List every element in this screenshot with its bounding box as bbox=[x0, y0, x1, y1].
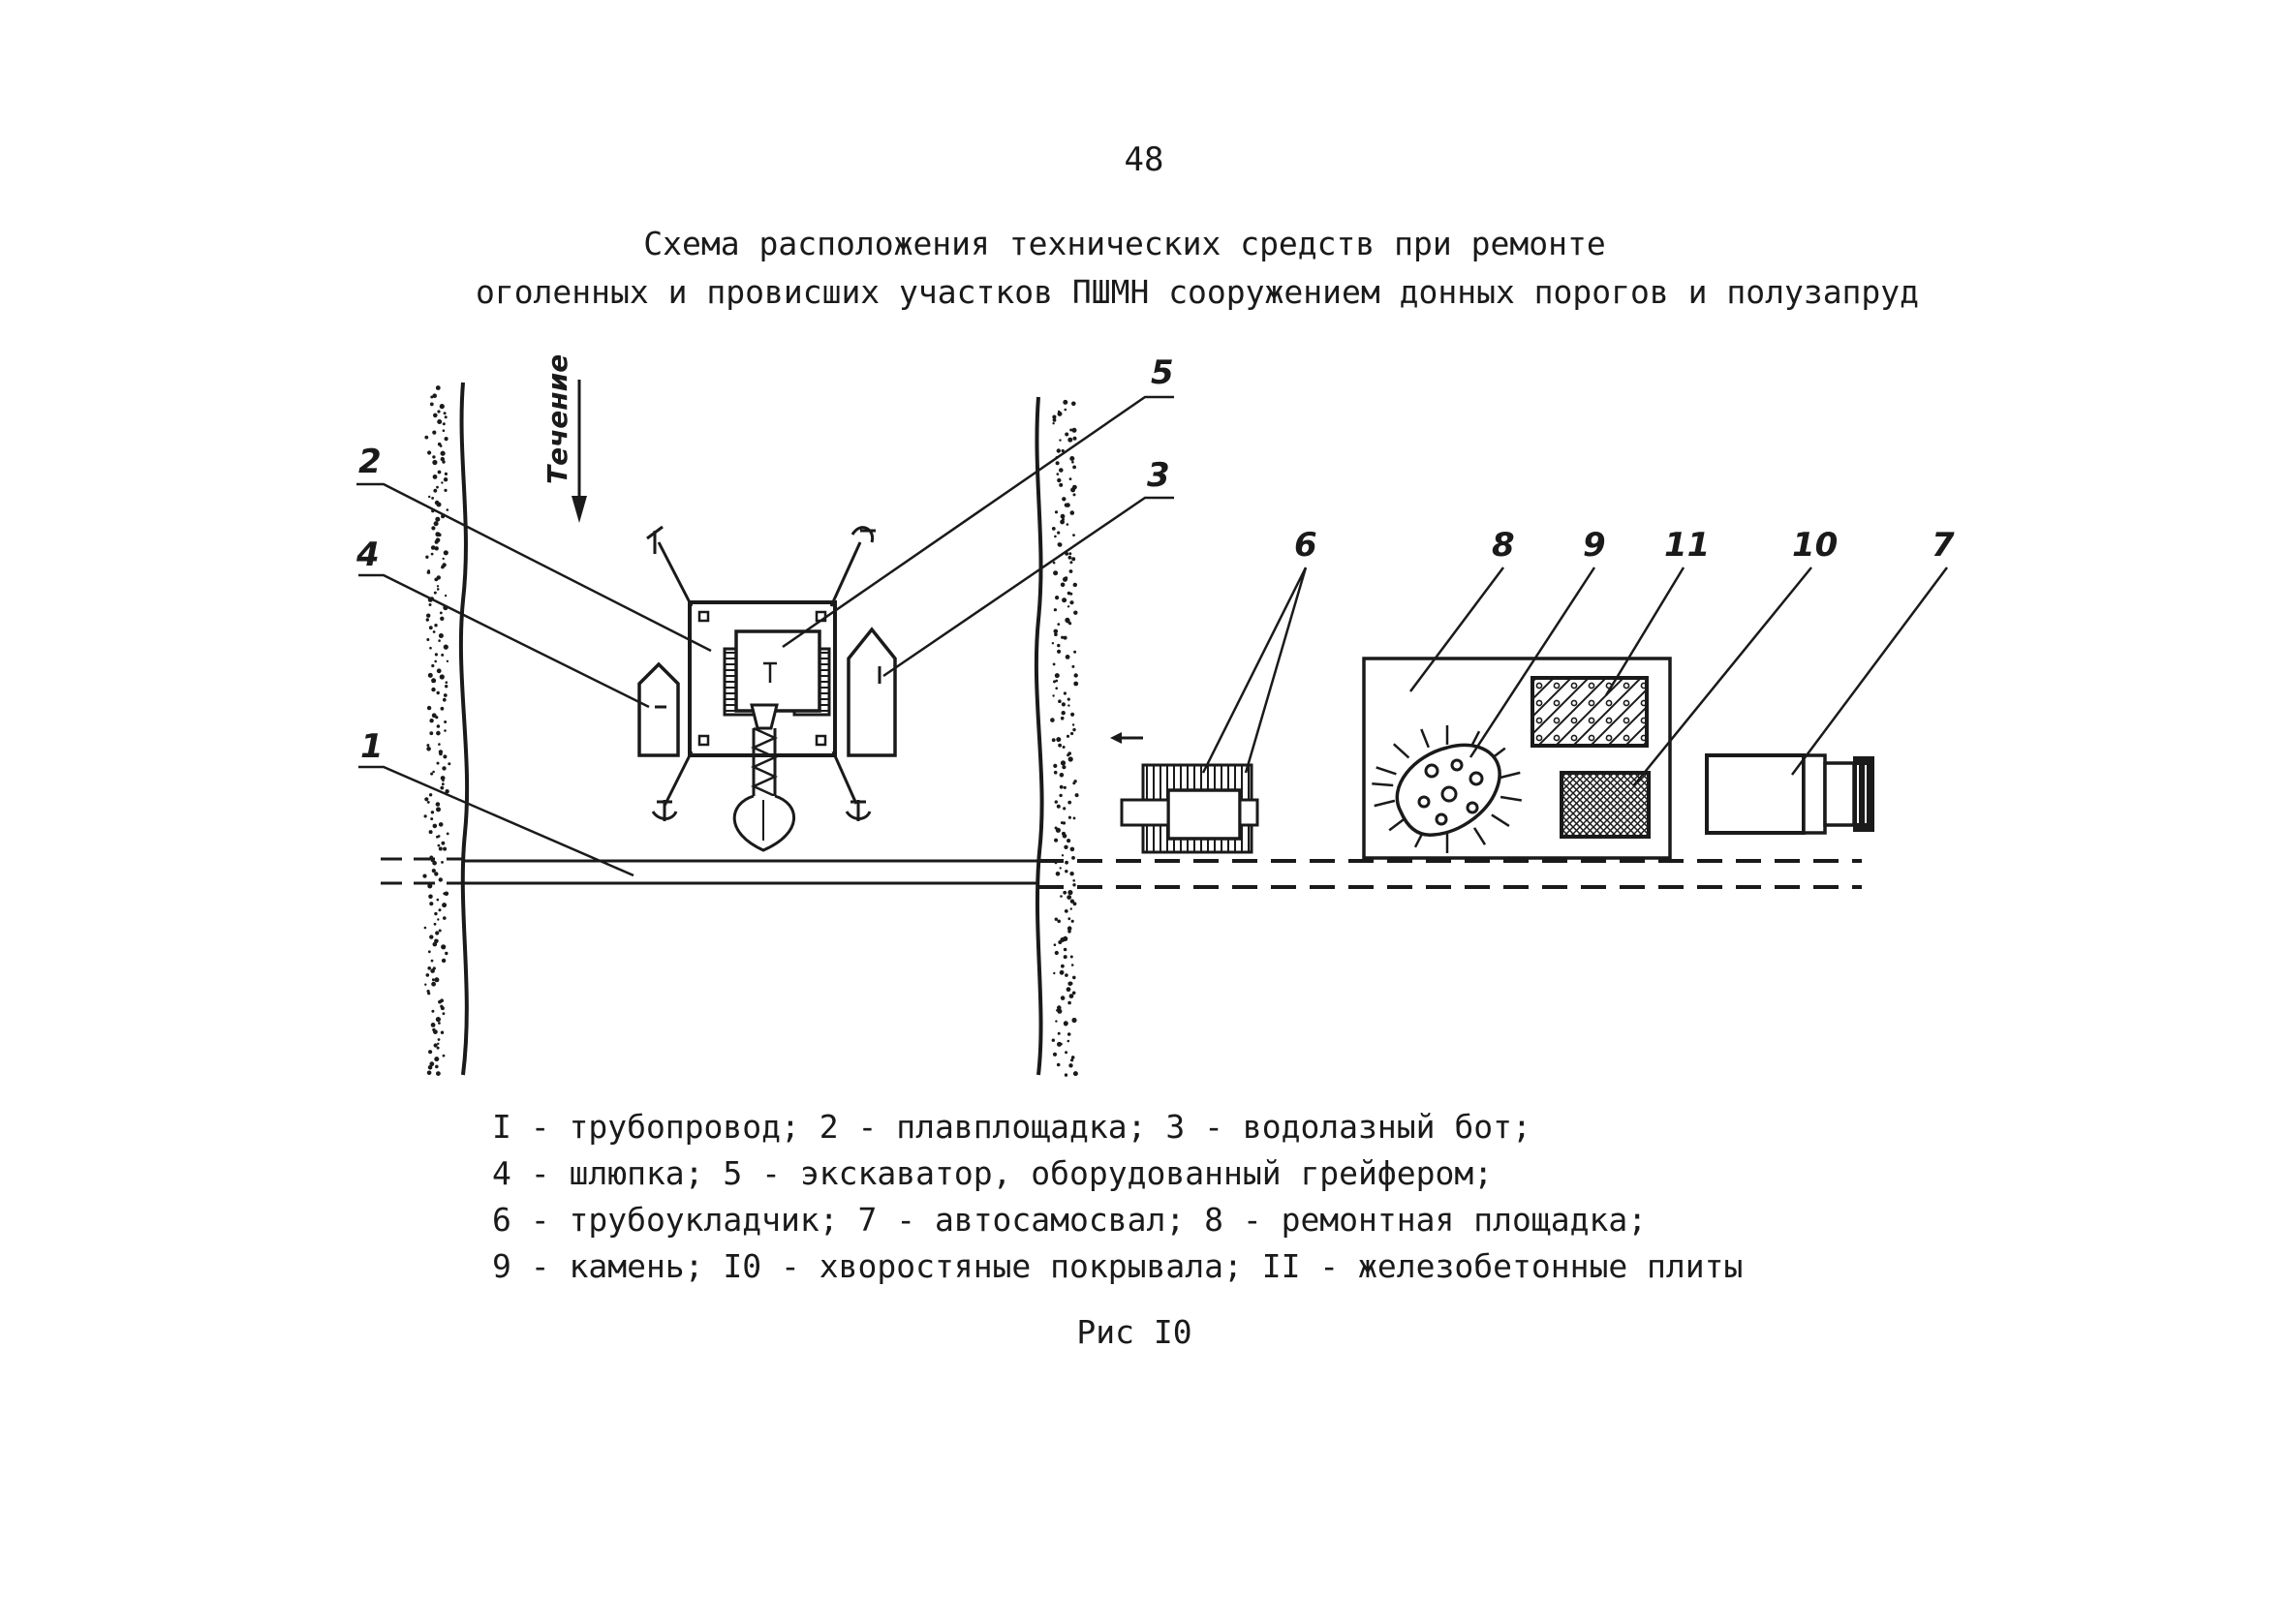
legend-line: 6 - трубоукладчик; 7 - автосамосвал; 8 -… bbox=[492, 1201, 1648, 1239]
figure-title-line-1: Схема расположения технических средств п… bbox=[643, 225, 1606, 262]
legend-line: 4 - шлюпка; 5 - экскаватор, оборудованны… bbox=[492, 1154, 1494, 1192]
callout-label-11: 11 bbox=[1664, 526, 1710, 565]
right-riverbank bbox=[1034, 396, 1079, 1077]
stone-pile bbox=[1372, 725, 1522, 853]
callout-label-2: 2 bbox=[358, 443, 382, 481]
anchor-icon bbox=[646, 525, 876, 821]
callout-label-4: 4 bbox=[356, 536, 380, 574]
diving-boat bbox=[847, 627, 897, 757]
callout-label-6: 6 bbox=[1294, 526, 1317, 565]
boat bbox=[637, 661, 680, 757]
pipe-layer bbox=[1110, 732, 1259, 854]
legend: I - трубопровод; 2 - плавплощадка; 3 - в… bbox=[492, 1104, 1743, 1290]
brushwood-mats bbox=[1560, 771, 1651, 839]
excavator bbox=[723, 629, 831, 852]
pipeline bbox=[381, 857, 1862, 889]
flow-label: Течение bbox=[541, 354, 573, 484]
dump-truck bbox=[1705, 753, 1874, 835]
callout-label-10: 10 bbox=[1792, 526, 1838, 565]
page-number: 48 bbox=[1124, 140, 1164, 179]
callout-label-3: 3 bbox=[1147, 456, 1170, 495]
callout-label-8: 8 bbox=[1492, 526, 1515, 565]
figure-caption: Рис I0 bbox=[1076, 1313, 1192, 1351]
concrete-slabs bbox=[1530, 676, 1649, 748]
callout-leaders bbox=[356, 395, 1949, 877]
callout-label-7: 7 bbox=[1932, 526, 1955, 565]
figure-title-line-2: оголенных и провисших участков ПШМН соор… bbox=[475, 273, 1920, 311]
left-riverbank bbox=[422, 382, 470, 1076]
flow-direction-arrow bbox=[572, 380, 587, 523]
callout-label-5: 5 bbox=[1151, 353, 1174, 392]
callout-label-1: 1 bbox=[360, 727, 384, 766]
callout-label-9: 9 bbox=[1583, 526, 1606, 565]
legend-line: 9 - камень; I0 - хворостяные покрывала; … bbox=[492, 1247, 1744, 1285]
legend-line: I - трубопровод; 2 - плавплощадка; 3 - в… bbox=[492, 1108, 1531, 1146]
